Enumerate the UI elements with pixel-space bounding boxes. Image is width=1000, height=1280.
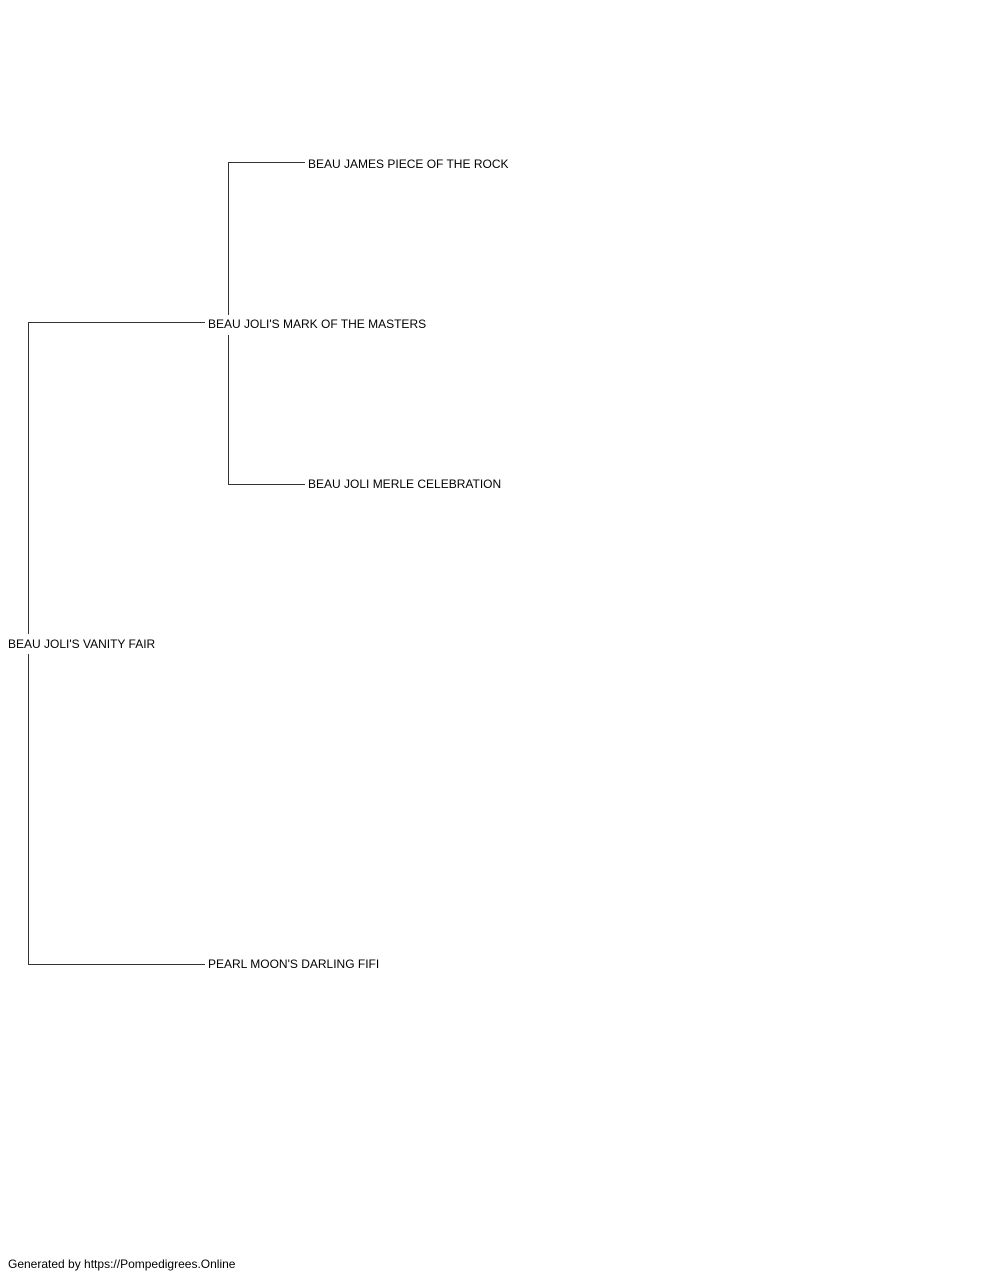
subject-name: BEAU JOLI'S VANITY FAIR (8, 637, 156, 651)
connector-subject-to-dam (28, 654, 205, 965)
sire-name: BEAU JOLI'S MARK OF THE MASTERS (208, 317, 426, 331)
sire-dam-name: BEAU JOLI MERLE CELEBRATION (308, 477, 501, 491)
connector-sire-to-sire-sire (228, 162, 305, 315)
dam-name: PEARL MOON'S DARLING FIFI (208, 957, 379, 971)
sire-sire-name: BEAU JAMES PIECE OF THE ROCK (308, 157, 508, 171)
connector-subject-to-sire (28, 322, 205, 634)
generated-by-footer: Generated by https://Pompedigrees.Online (8, 1257, 236, 1271)
connector-sire-to-sire-dam (228, 335, 305, 485)
